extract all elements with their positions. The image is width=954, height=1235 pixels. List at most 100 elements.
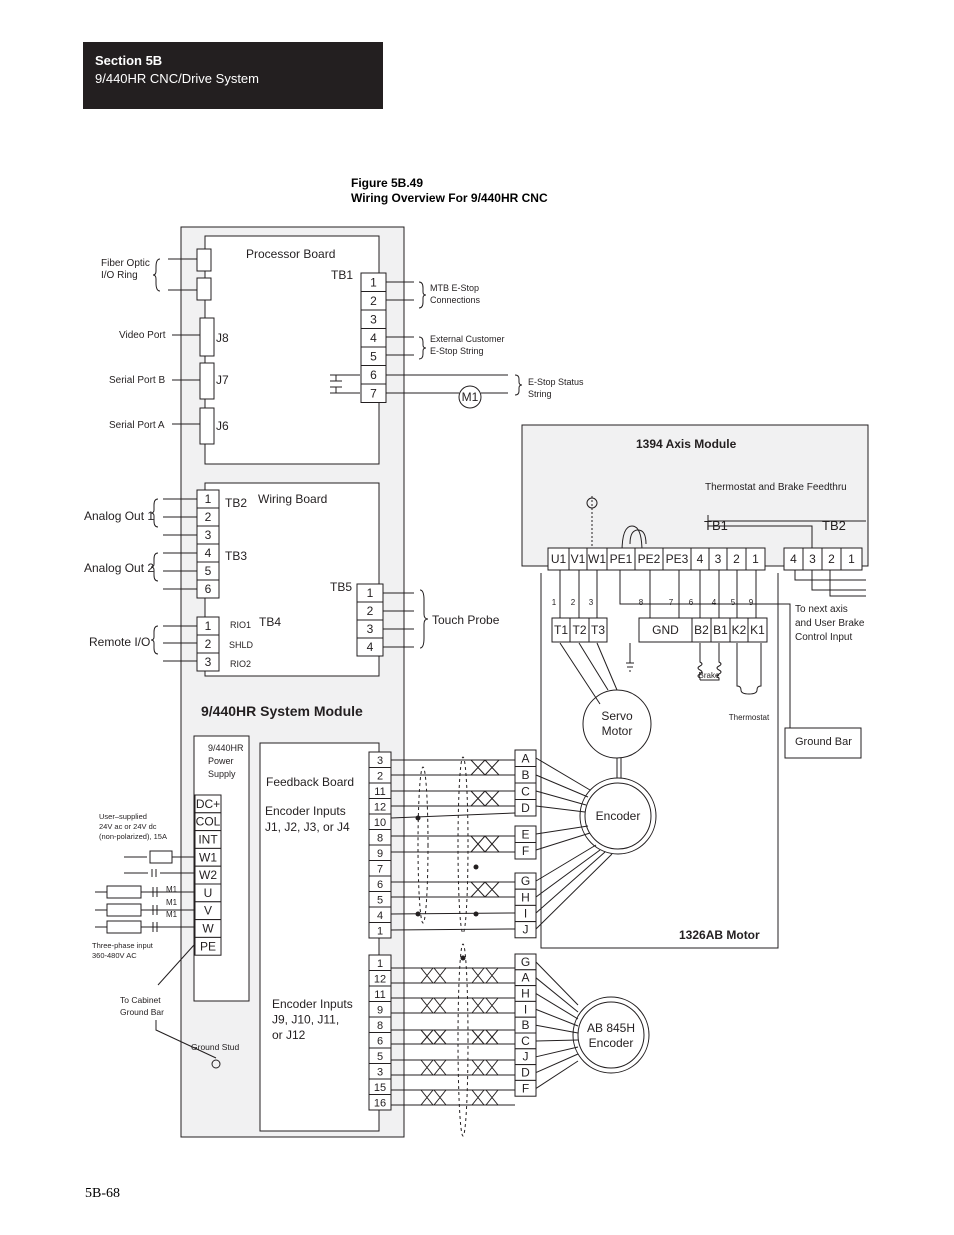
section-header: Section 5B 9/440HR CNC/Drive System (83, 42, 383, 109)
feedback-terminal-label: 9 (377, 848, 383, 860)
fiber-optic-connector (196, 248, 212, 272)
fiber-optic-connector (196, 277, 212, 301)
power-supply-title: Supply (208, 769, 236, 779)
axis-terminal-label: PE2 (638, 552, 661, 566)
port-j6-label: J6 (216, 419, 229, 433)
user-supplied-label: (non-polarized), 15A (99, 832, 167, 841)
encoder-inputs-2-label: Encoder Inputs (272, 997, 353, 1011)
motor-connector-pin-label: G (521, 874, 530, 888)
three-phase-label: Three-phase input (92, 941, 154, 950)
feedback-terminal-label: 4 (377, 910, 383, 922)
motor-terminal-label: T2 (572, 623, 586, 637)
tb5-terminal-label: 3 (367, 622, 374, 636)
power-terminal-label: W1 (199, 850, 217, 864)
feedback-terminal-label: 7 (377, 863, 383, 875)
axis-terminal-label: W1 (588, 552, 606, 566)
motor-terminal (588, 617, 608, 643)
wire-number: 4 (712, 598, 717, 607)
motor-connector-pin (514, 799, 537, 817)
tb5-terminal-label: 4 (367, 640, 374, 654)
wire-number: 7 (669, 598, 674, 607)
wiring-board (204, 482, 380, 677)
ab-connector-pin-label: H (521, 987, 530, 1001)
fiber-optic-label: Fiber Optic (101, 258, 150, 269)
tb1-label: TB1 (331, 268, 353, 282)
axis-terminal-label: PE3 (666, 552, 689, 566)
ground-bar-box (784, 727, 862, 759)
feedback-terminal-label: 5 (377, 894, 383, 906)
motor-terminal-label: B2 (694, 623, 709, 637)
rio2-label: RIO2 (230, 659, 251, 669)
axis-module-title: 1394 Axis Module (636, 437, 737, 451)
motor-terminal-label: GND (652, 623, 679, 637)
motor-connector-pin-label: I (524, 907, 527, 921)
ab-connector-pin-label: F (522, 1081, 529, 1095)
motor-terminal-label: K2 (732, 623, 747, 637)
motor-connector-pin-label: B (521, 768, 529, 782)
tb3-terminal-label: 6 (205, 582, 212, 596)
feedback-board (259, 742, 380, 1132)
ground-stud-label: Ground Stud (191, 1042, 239, 1052)
serial-port-b-label: Serial Port B (109, 375, 165, 386)
analog-out-2-label: Analog Out 2 (84, 561, 154, 575)
feedback-terminal-label: 11 (374, 786, 385, 798)
user-supplied-label: 24V ac or 24V dc (99, 822, 157, 831)
motor-connector-pin (514, 921, 537, 939)
port-j8-label: J8 (216, 331, 229, 345)
axis-terminal-label: 1 (848, 552, 855, 566)
power-supply-title: Power (208, 756, 234, 766)
figure-caption: Wiring Overview For 9/440HR CNC (351, 191, 548, 205)
cabinet-ground-label: Ground Bar (120, 1007, 164, 1017)
feedback-terminal-label: 10 (374, 817, 386, 829)
feedback-terminal-label: 6 (377, 1035, 383, 1047)
axis-terminal-label: U1 (551, 552, 567, 566)
motor-connector-pin-label: A (521, 751, 529, 765)
wiring-board-title: Wiring Board (258, 492, 327, 506)
tb2-terminal-label: 3 (205, 528, 212, 542)
tb3-terminal-label: 4 (205, 546, 212, 560)
wire-number: 2 (571, 598, 576, 607)
tb1-terminal-label: 6 (370, 368, 377, 382)
tb1-terminal-label: 5 (370, 349, 377, 363)
port-j7-label: J7 (216, 373, 229, 387)
wire-number: 3 (589, 598, 594, 607)
encoder-inputs-2-label: J9, J10, J11, (272, 1013, 339, 1027)
encoder-inputs-1-label: J1, J2, J3, or J4 (265, 820, 350, 834)
encoder-inputs-2-label: or J12 (272, 1028, 306, 1042)
feedback-terminal-label: 11 (374, 989, 385, 1001)
m1-contact-label: M1 (166, 898, 178, 907)
axis-terminal-label: 4 (697, 552, 704, 566)
next-axis-label: To next axis (795, 604, 848, 615)
ab-connector-pin-label: G (521, 955, 530, 969)
external-estop-label: External Customer (430, 334, 505, 344)
tb5-terminal-label: 1 (367, 586, 374, 600)
estop-status-label: E-Stop Status (528, 377, 584, 387)
feedback-board-title: Feedback Board (266, 775, 354, 789)
ab-encoder-label: AB 845H (587, 1021, 635, 1035)
tb1-terminal (360, 383, 387, 403)
ground-bar-label: Ground Bar (795, 736, 852, 748)
wire-number: 9 (749, 598, 754, 607)
m1-contact-label: M1 (166, 885, 178, 894)
tb1-terminal-label: 1 (370, 275, 377, 289)
feedback-terminal-label: 1 (377, 958, 383, 970)
feedback-terminal-label: 3 (377, 755, 383, 767)
feedback-terminal-label: 12 (374, 801, 386, 813)
axis-terminal (840, 547, 863, 571)
servo-motor-label: Servo (601, 709, 633, 723)
video-port-label: Video Port (119, 330, 166, 341)
feedback-terminal-label: 12 (374, 973, 386, 985)
feedback-terminal (368, 922, 392, 939)
feedback-terminal-label: 2 (377, 770, 383, 782)
tb1-terminal-label: 3 (370, 312, 377, 326)
feedback-terminal-label: 6 (377, 879, 383, 891)
wire-number: 1 (552, 598, 557, 607)
tb1-terminal-label: 2 (370, 294, 377, 308)
port-j8 (199, 317, 215, 357)
power-terminal-label: W (202, 922, 214, 936)
axis-terminal-label: 2 (733, 552, 740, 566)
three-phase-label: 360-480V AC (92, 951, 137, 960)
motor-terminal (638, 617, 693, 643)
remote-io-label: Remote I/O (89, 635, 150, 649)
